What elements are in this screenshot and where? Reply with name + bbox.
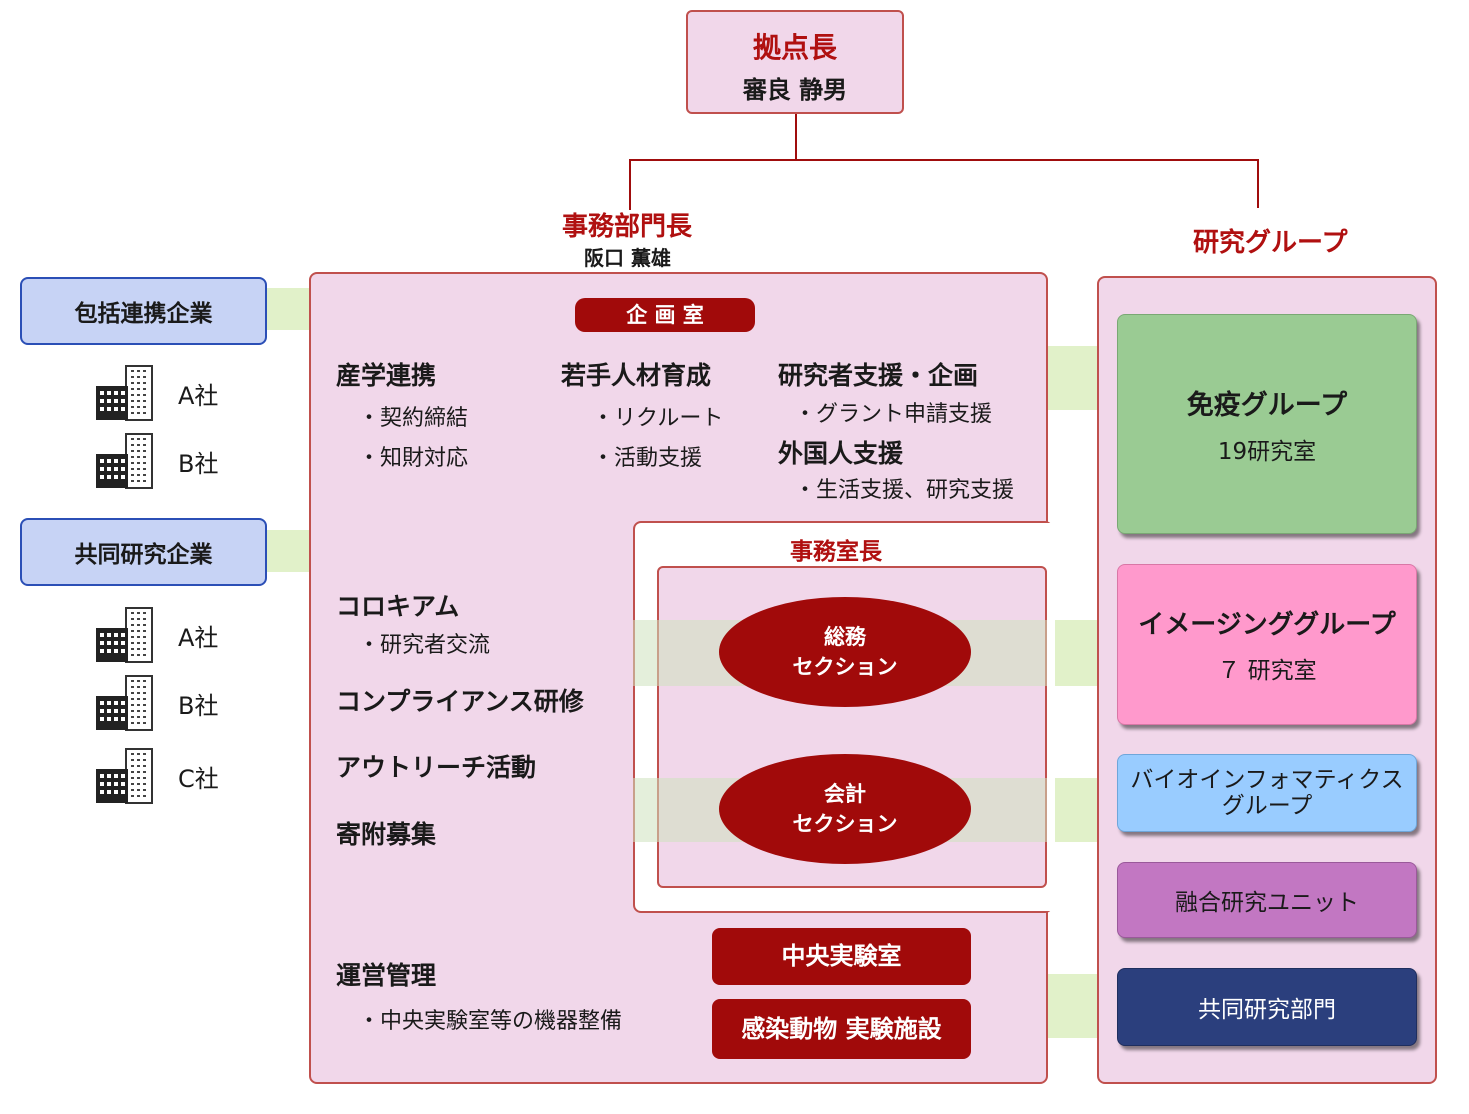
general-affairs-line-1: 総務 <box>824 625 866 649</box>
building-icon <box>96 365 153 421</box>
operations-title: 運営管理 <box>336 961 437 990</box>
industry-collab-title: 産学連携 <box>336 361 437 390</box>
donation-campaign: 寄附募集 <box>336 820 437 849</box>
director-title: 拠点長 <box>752 31 837 64</box>
company-name: A社 <box>178 624 219 652</box>
operations-item: ・中央実験室等の機器整備 <box>358 1009 623 1034</box>
joint-research-division-name: 共同研究部門 <box>1198 997 1336 1023</box>
industry-collab-item-2: ・知財対応 <box>358 446 469 471</box>
director-name: 審良 静男 <box>742 76 848 104</box>
planning-office-label: 企 画 室 <box>626 303 704 327</box>
joint-research-division: 共同研究部門 <box>1117 968 1417 1046</box>
researcher-support-item-1: ・グラント申請支援 <box>794 402 993 427</box>
young-talent-title: 若手人材育成 <box>561 361 712 390</box>
colloquium-item: ・研究者交流 <box>358 633 491 658</box>
central-lab-badge: 中央実験室 <box>712 928 971 985</box>
immunology-group: 免疫グループ 19研究室 <box>1117 314 1417 534</box>
foreigner-support-item-1: ・生活支援、研究支援 <box>794 478 1015 503</box>
colloquium-title: コロキアム <box>336 592 460 621</box>
link-band-comprehensive <box>266 288 312 330</box>
accounting-line-2: セクション <box>792 812 898 836</box>
comprehensive-company-b: B社 <box>96 432 296 490</box>
fusion-research-unit: 融合研究ユニット <box>1117 862 1417 938</box>
building-icon <box>96 433 153 489</box>
imaging-group: イメージンググループ ７ 研究室 <box>1117 564 1417 725</box>
building-icon <box>96 675 153 731</box>
accounting-line-1: 会計 <box>824 782 866 806</box>
bioinformatics-group-name: バイオインフォマティクス <box>1130 767 1404 793</box>
company-name: C社 <box>178 765 219 793</box>
joint-company-c: C社 <box>96 747 296 805</box>
bioinformatics-group-sub: グループ <box>1221 793 1313 819</box>
young-talent-item-1: ・リクルート <box>592 406 724 431</box>
immunology-group-labs: 19研究室 <box>1217 438 1317 465</box>
comprehensive-company-a: A社 <box>96 364 296 422</box>
link-band-joint <box>266 530 312 572</box>
animal-facility-label: 感染動物 実験施設 <box>741 1015 942 1043</box>
link-band-immunology <box>1045 346 1099 410</box>
bioinformatics-group: バイオインフォマティクス グループ <box>1117 754 1417 832</box>
admin-head-title: 事務部門長 <box>562 212 693 242</box>
office-chief-title: 事務室長 <box>790 539 882 565</box>
outreach-activity: アウトリーチ活動 <box>336 753 537 782</box>
general-affairs-section: 総務 セクション <box>719 597 971 707</box>
building-icon <box>96 748 153 804</box>
planning-office-badge: 企 画 室 <box>575 298 755 332</box>
building-icon <box>96 607 153 663</box>
company-name: A社 <box>178 382 219 410</box>
imaging-group-name: イメージンググループ <box>1138 610 1396 640</box>
company-name: B社 <box>178 692 219 720</box>
accounting-section: 会計 セクション <box>719 754 971 864</box>
industry-collab-item-1: ・契約締結 <box>358 406 469 431</box>
central-lab-label: 中央実験室 <box>781 942 902 970</box>
fusion-research-unit-name: 融合研究ユニット <box>1175 890 1359 916</box>
researcher-support-title: 研究者支援・企画 <box>778 361 979 390</box>
admin-head-name: 阪口 薫雄 <box>584 246 671 270</box>
imaging-group-labs: ７ 研究室 <box>1217 658 1317 684</box>
foreigner-support-title: 外国人支援 <box>778 439 904 468</box>
immunology-group-name: 免疫グループ <box>1186 389 1348 421</box>
link-band-joint-research <box>1045 974 1099 1038</box>
company-name: B社 <box>178 450 219 478</box>
comprehensive-partner-companies: 包括連携企業 <box>20 277 267 345</box>
joint-company-b: B社 <box>96 674 296 732</box>
general-affairs-line-2: セクション <box>792 655 898 679</box>
director-box: 拠点長 審良 静男 <box>686 10 904 114</box>
joint-research-companies: 共同研究企業 <box>20 518 267 586</box>
comprehensive-partner-label: 包括連携企業 <box>74 301 213 327</box>
compliance-training: コンプライアンス研修 <box>336 687 584 716</box>
young-talent-item-2: ・活動支援 <box>592 446 703 471</box>
research-group-title: 研究グループ <box>1193 228 1348 258</box>
joint-company-a: A社 <box>96 606 296 664</box>
joint-research-label: 共同研究企業 <box>74 542 213 568</box>
animal-facility-badge: 感染動物 実験施設 <box>712 999 971 1059</box>
